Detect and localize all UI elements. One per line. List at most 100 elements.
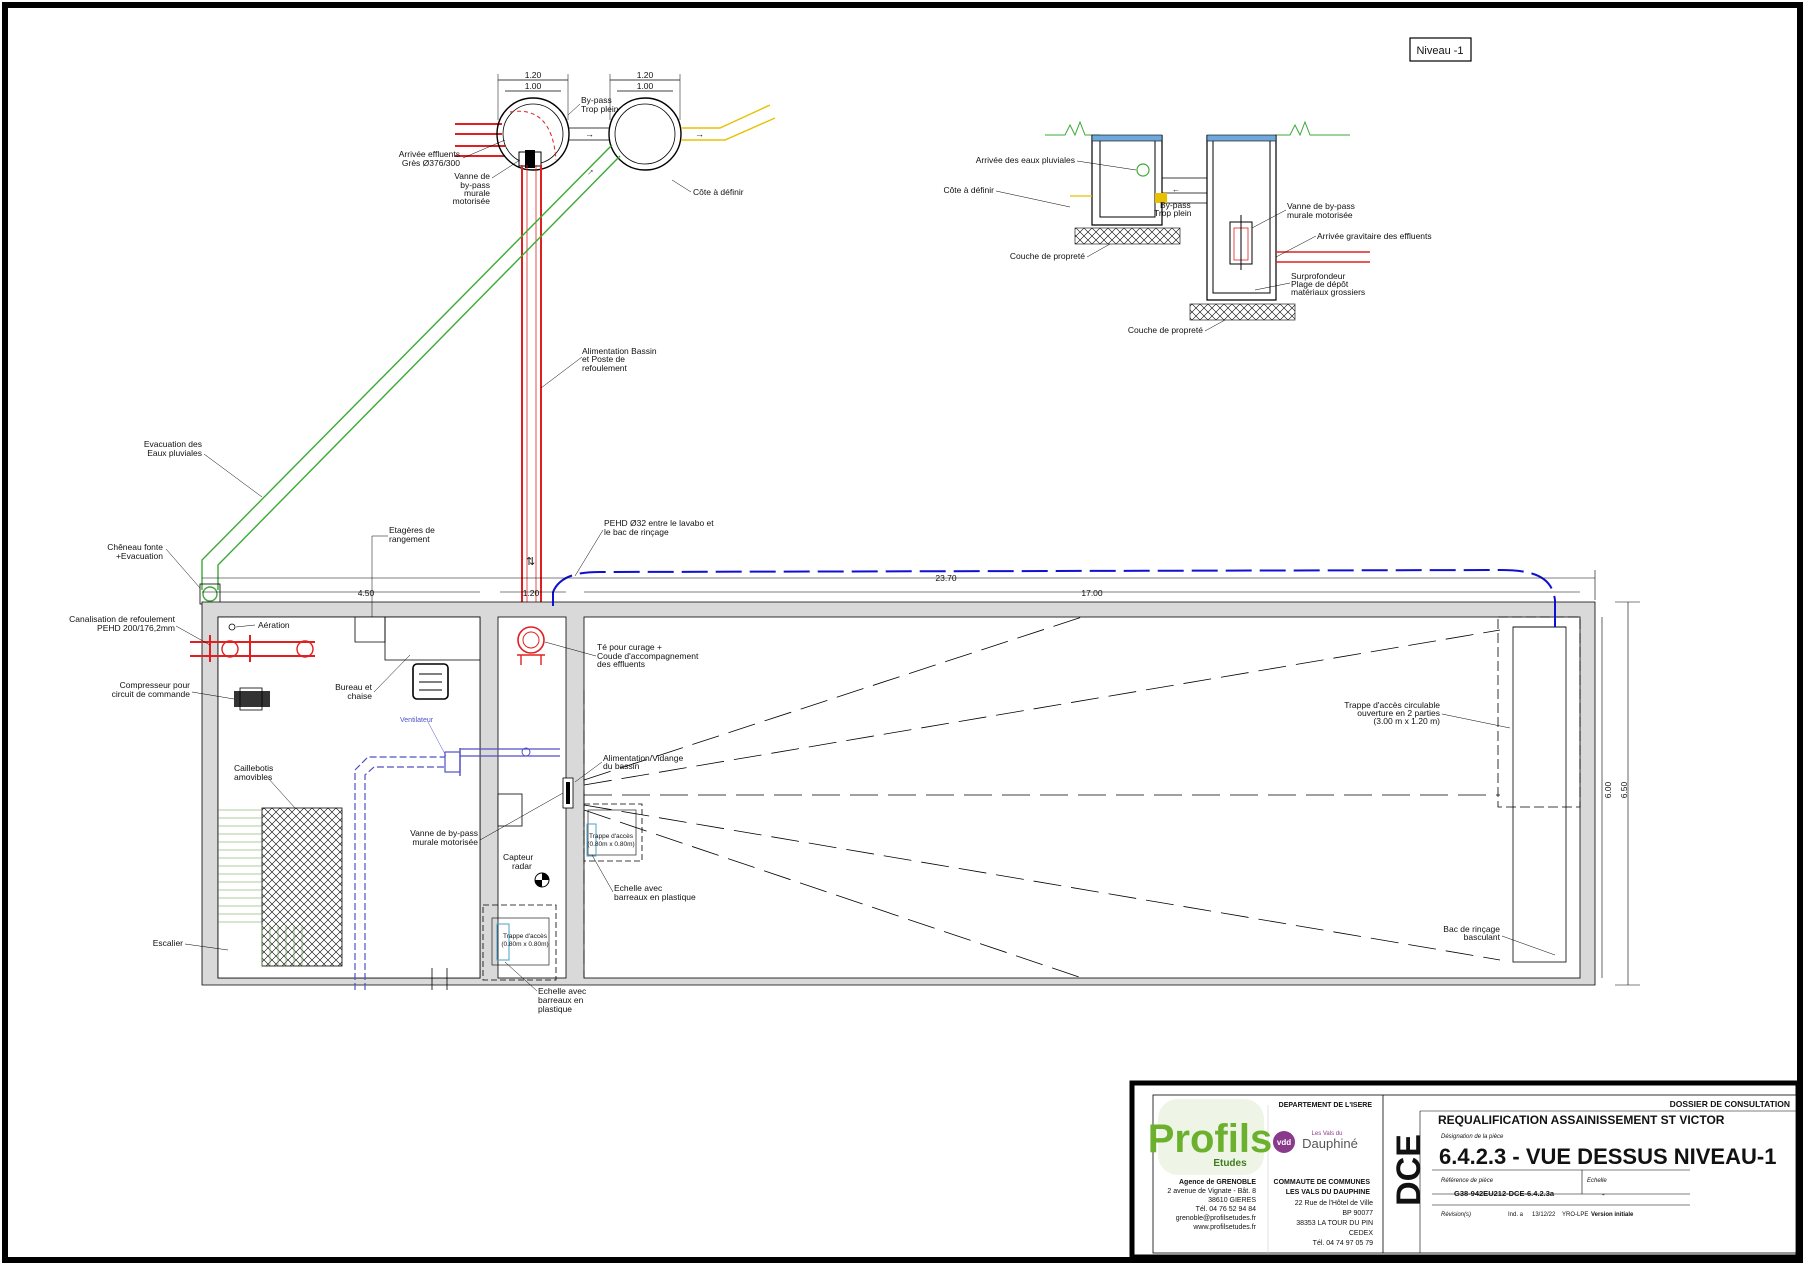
label-echelle-3: plastique [538,1004,572,1014]
dim-manhole-left-outer: 1.20 [525,70,542,80]
company-logo-bg [1158,1099,1264,1175]
section-view: ← [1045,120,1370,321]
label-vanne-murale-2: murale motorisée [412,837,478,847]
label-bypass-2: Trop plein [581,104,619,114]
label-ventilateur: Ventilateur [400,717,434,724]
dim-mid-room: 1.20 [523,588,540,598]
label-alim-3: refoulement [582,363,628,373]
label-trappe-small-2: (0.80m x 0.80m) [501,941,548,948]
svg-text:⇅: ⇅ [526,556,535,568]
label-pehd-1: PEHD Ø32 entre le lavabo et [604,518,714,528]
level-label: Niveau -1 [1416,45,1463,57]
label-compresseur-1: Compresseur pour [120,680,191,690]
label-sec-surpro-3: matériaux grossiers [1291,287,1365,297]
label-pehd-2: le bac de rinçage [604,527,669,537]
label-evac-1: Evacuation des [144,439,202,449]
label-sec-vanne-2: murale motorisée [1287,210,1353,220]
label-te-2: Coude d'accompagnement [597,651,699,661]
reference-label: Référence de pièce [1441,1178,1494,1184]
label-sec-couche-1: Couche de propreté [1010,251,1085,261]
client-2: LES VALS DU DAUPHINE [1286,1189,1371,1196]
building-plan: 23.70 4.50 1.20 17.00 6.00 6.50 [190,568,1640,990]
manhole-left [496,97,570,171]
dce-vertical: DCE [1390,1134,1428,1206]
label-compresseur-2: circuit de commande [112,689,191,699]
manholes-top-view: 1.20 1.00 1.20 1.00 → → [455,70,776,171]
label-capteur-2: radar [512,861,532,871]
dim-height-outer: 6.50 [1619,781,1629,798]
manhole-right [608,97,682,171]
label-echelle-2: barreaux en [538,995,584,1005]
label-te-1: Té pour curage + [597,642,662,652]
label-vanne-2: by-pass [460,180,490,190]
echelle-label: Echelle [1587,1178,1607,1184]
label-vanne-murale-1: Vanne de by-pass [410,828,478,838]
label-etageres-1: Etagères de [389,525,435,535]
title-block: Profils Etudes Agence de GRENOBLE 2 aven… [1129,1080,1801,1260]
revision-ind: Ind. a [1508,1212,1524,1218]
label-bureau-2: chaise [347,691,372,701]
revision-date: 13/12/22 [1532,1212,1556,1218]
label-vanne-1: Vanne de [454,171,490,181]
label-echelle2-1: Echelle avec [614,883,663,893]
label-bac-1: Bac de rinçage [1443,924,1500,934]
label-canal-2: PEHD 200/176,2mm [97,623,175,633]
dim-total: 23.70 [935,573,957,583]
echelle-value: - [1602,1190,1605,1199]
label-aeration: Aération [258,620,290,630]
label-vanne-3: murale [464,188,490,198]
label-arrivee-effluents-1: Arrivée effluents [399,149,460,159]
department: DEPARTEMENT DE L'ISERE [1279,1102,1373,1109]
label-etageres-2: rangement [389,534,430,544]
label-caillebotis-2: amovibles [234,772,272,782]
label-alim-vidange-2: du bassin [603,761,640,771]
label-bureau-1: Bureau et [335,682,372,692]
label-sec-cote: Côte à définir [943,185,994,195]
client-logo-small: Les Vals du [1312,1131,1343,1137]
client-5: 38353 LA TOUR DU PIN [1296,1220,1373,1227]
label-arrivee-effluents-2: Grès Ø376/300 [402,158,460,168]
label-cheneau-1: Chêneau fonte [107,542,163,552]
label-trappe-circ-1: Trappe d'accès circulable [1344,700,1440,710]
dim-manhole-right-inner: 1.00 [637,81,654,91]
svg-text:←: ← [1172,185,1180,194]
dim-manhole-right-outer: 1.20 [637,70,654,80]
reference: G38-942EU212-DCE-6.4.2.3a [1454,1189,1555,1198]
dim-left-room: 4.50 [358,588,375,598]
client-6: CEDEX [1349,1230,1373,1237]
dim-manhole-left-inner: 1.00 [525,81,542,91]
label-sec-surpro-2: Plage de dépôt [1291,279,1349,289]
client-4: BP 90077 [1342,1210,1373,1217]
label-trappe-small-1: Trappe d'accès [503,933,548,940]
agency-tel: Tél. 04 76 52 94 84 [1196,1206,1256,1213]
client-1: COMMAUTE DE COMMUNES [1274,1179,1371,1186]
label-sec-surpro-1: Surprofondeur [1291,271,1346,281]
room-technical [217,616,481,979]
svg-text:→: → [695,129,704,139]
label-sec-arrivee-pluv: Arrivée des eaux pluviales [976,155,1075,165]
flush-spray-lines [583,616,1501,979]
svg-text:→: → [582,164,597,179]
dossier-label: DOSSIER DE CONSULTATION [1670,1099,1790,1109]
basin [583,616,1581,979]
label-trappe-circ-2: ouverture en 2 parties [1357,708,1440,718]
company-logo-sub: Etudes [1213,1158,1247,1169]
dim-basin: 17.00 [1081,588,1103,598]
rainwater-pipe-green: → [199,144,621,605]
svg-text:→: → [585,129,594,139]
label-echelle-1: Echelle avec [538,986,587,996]
label-sec-couche-2: Couche de propreté [1128,325,1203,335]
revision-author: YRO-LPE [1562,1212,1588,1218]
chair-icon [412,663,449,700]
label-trappe2-2: (0.80m x 0.80m) [587,841,634,848]
stairs [218,809,303,966]
company-logo: Profils [1148,1117,1272,1161]
label-capteur-1: Capteur [503,852,533,862]
label-caillebotis-1: Caillebotis [234,763,273,773]
label-bypass-1: By-pass [581,95,612,105]
label-alim-vidange-1: Alimentation/Vidange [603,753,683,763]
client-3: 22 Rue de l'Hôtel de Ville [1295,1200,1373,1207]
label-sec-bypass-2: Trop plein [1154,208,1192,218]
label-escalier: Escalier [153,938,183,948]
